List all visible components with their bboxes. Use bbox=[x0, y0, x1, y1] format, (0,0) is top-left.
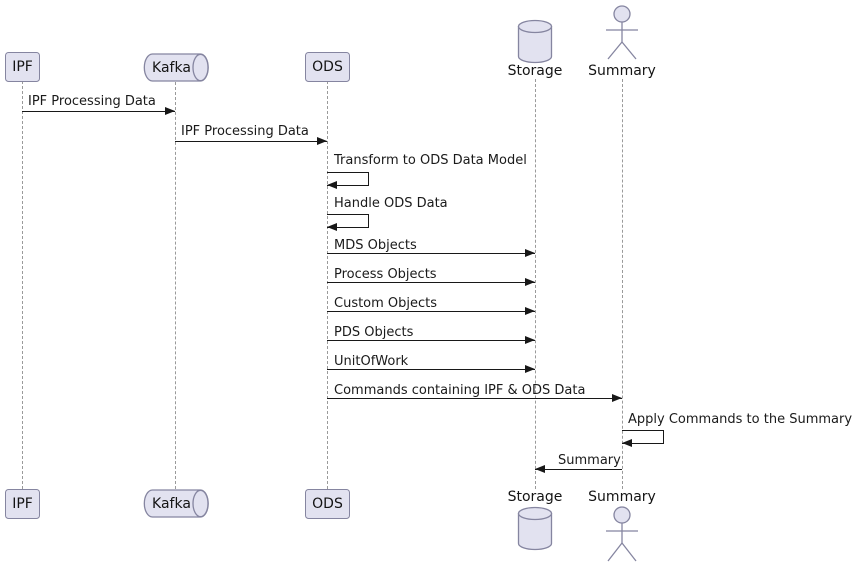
participant-ipf-bottom: IPF bbox=[5, 489, 40, 519]
self-message-loop bbox=[327, 172, 369, 186]
message-arrow bbox=[175, 141, 327, 142]
queue-icon bbox=[143, 53, 209, 82]
message-arrow bbox=[327, 398, 622, 399]
arrowhead-icon bbox=[525, 336, 535, 344]
lifeline-ipf bbox=[22, 81, 23, 489]
arrowhead-icon bbox=[622, 439, 632, 447]
message-arrow bbox=[22, 111, 175, 112]
participant-kafka-top: Kafka bbox=[152, 60, 191, 76]
message-label: UnitOfWork bbox=[334, 354, 409, 369]
participant-label: IPF bbox=[12, 496, 33, 512]
message-arrow bbox=[327, 282, 535, 283]
arrowhead-icon bbox=[612, 394, 622, 402]
message-label: IPF Processing Data bbox=[181, 124, 309, 139]
message-arrow bbox=[327, 253, 535, 254]
actor-icon bbox=[606, 506, 638, 562]
lifeline-storage bbox=[535, 79, 536, 489]
arrowhead-icon bbox=[525, 249, 535, 257]
message-arrow bbox=[327, 311, 535, 312]
message-label: PDS Objects bbox=[334, 325, 414, 340]
message-label: Transform to ODS Data Model bbox=[334, 153, 527, 168]
message-label: Process Objects bbox=[334, 267, 437, 282]
arrowhead-icon bbox=[327, 181, 337, 189]
message-label: MDS Objects bbox=[334, 238, 417, 253]
message-label: Apply Commands to the Summary bbox=[628, 412, 853, 427]
message-arrow bbox=[327, 369, 535, 370]
arrowhead-icon bbox=[165, 107, 175, 115]
participant-ipf-top: IPF bbox=[5, 52, 40, 82]
arrowhead-icon bbox=[535, 465, 545, 473]
self-message-loop bbox=[622, 430, 664, 444]
participant-kafka-bottom: Kafka bbox=[152, 496, 191, 512]
message-label: Handle ODS Data bbox=[334, 196, 448, 211]
message-label: Custom Objects bbox=[334, 296, 438, 311]
lifeline-summary bbox=[622, 79, 623, 489]
participant-storage-bottom: Storage bbox=[507, 489, 563, 505]
participant-ods-bottom: ODS bbox=[305, 489, 350, 519]
participant-storage-top: Storage bbox=[507, 63, 563, 79]
queue-icon bbox=[143, 489, 209, 518]
arrowhead-icon bbox=[317, 137, 327, 145]
message-label: IPF Processing Data bbox=[28, 94, 156, 109]
message-label: Commands containing IPF & ODS Data bbox=[334, 383, 586, 398]
lifeline-kafka bbox=[175, 82, 176, 489]
message-arrow bbox=[327, 340, 535, 341]
participant-summary-top: Summary bbox=[588, 63, 656, 79]
arrowhead-icon bbox=[525, 307, 535, 315]
arrowhead-icon bbox=[525, 365, 535, 373]
participant-label: ODS bbox=[312, 59, 343, 75]
arrowhead-icon bbox=[327, 223, 337, 231]
participant-label: ODS bbox=[312, 496, 343, 512]
actor-icon bbox=[606, 5, 638, 60]
arrowhead-icon bbox=[525, 278, 535, 286]
lifeline-ods bbox=[327, 81, 328, 489]
message-arrow bbox=[535, 469, 622, 470]
participant-summary-bottom: Summary bbox=[588, 489, 656, 505]
participant-ods-top: ODS bbox=[305, 52, 350, 82]
database-icon bbox=[517, 19, 553, 64]
self-message-loop bbox=[327, 214, 369, 228]
database-icon bbox=[517, 506, 553, 551]
participant-label: IPF bbox=[12, 59, 33, 75]
message-label: Summary bbox=[558, 453, 621, 468]
